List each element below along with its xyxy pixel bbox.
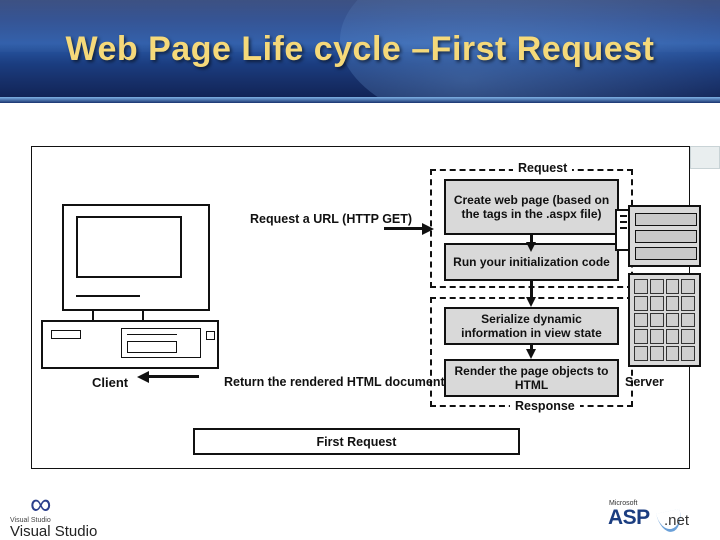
- step-create-web-page: Create web page (based on the tags in th…: [444, 179, 619, 235]
- client-base-button: [206, 331, 215, 340]
- client-monitor-stand: [92, 311, 144, 320]
- visual-studio-small-text: Visual Studio: [10, 517, 51, 524]
- aspnet-logo: Microsoft ASP .net: [608, 500, 716, 535]
- step-serialize-view-state: Serialize dynamic information in view st…: [444, 307, 619, 345]
- client-monitor-screen: [76, 216, 182, 278]
- request-group-label: Request: [513, 161, 573, 175]
- response-group-label: Response: [510, 399, 580, 413]
- aspnet-net-text: .net: [664, 512, 690, 529]
- request-arrow-label: Request a URL (HTTP GET): [250, 212, 413, 226]
- visual-studio-infinity-icon: ∞: [30, 488, 51, 521]
- client-monitor-line: [76, 295, 140, 297]
- response-arrow-label: Return the rendered HTML document: [224, 375, 445, 389]
- connector-step1-step2: [526, 235, 536, 252]
- step-render-page-objects: Render the page objects to HTML: [444, 359, 619, 397]
- diagram-corner-tab: [690, 146, 720, 169]
- lifecycle-diagram: Client Request a URL (HTTP GET) Return t…: [31, 146, 701, 469]
- request-arrow-icon: [384, 223, 434, 235]
- client-base-panel-line: [127, 334, 177, 335]
- response-arrow-icon: [137, 371, 199, 383]
- server-rack-grid-icon: [628, 273, 701, 367]
- connector-step3-step4: [526, 345, 536, 359]
- client-monitor-icon: [62, 204, 210, 311]
- connector-step2-step3: [526, 281, 536, 307]
- diagram-caption: First Request: [193, 428, 520, 455]
- aspnet-microsoft-text: Microsoft: [609, 500, 638, 507]
- server-label: Server: [625, 375, 664, 389]
- client-label: Client: [92, 375, 129, 390]
- client-base-panel: [121, 328, 201, 358]
- aspnet-asp-text: ASP: [608, 506, 650, 529]
- visual-studio-wordmark: Visual Studio: [10, 523, 98, 540]
- client-base-panel-inner: [127, 341, 177, 353]
- visual-studio-logo: ∞ Visual Studio Visual Studio: [8, 488, 178, 540]
- page-title: Web Page Life cycle –First Request: [65, 30, 655, 68]
- client-base-slot: [51, 330, 81, 339]
- server-rack-top-icon: [628, 205, 701, 267]
- client-computer-base-icon: [41, 320, 219, 369]
